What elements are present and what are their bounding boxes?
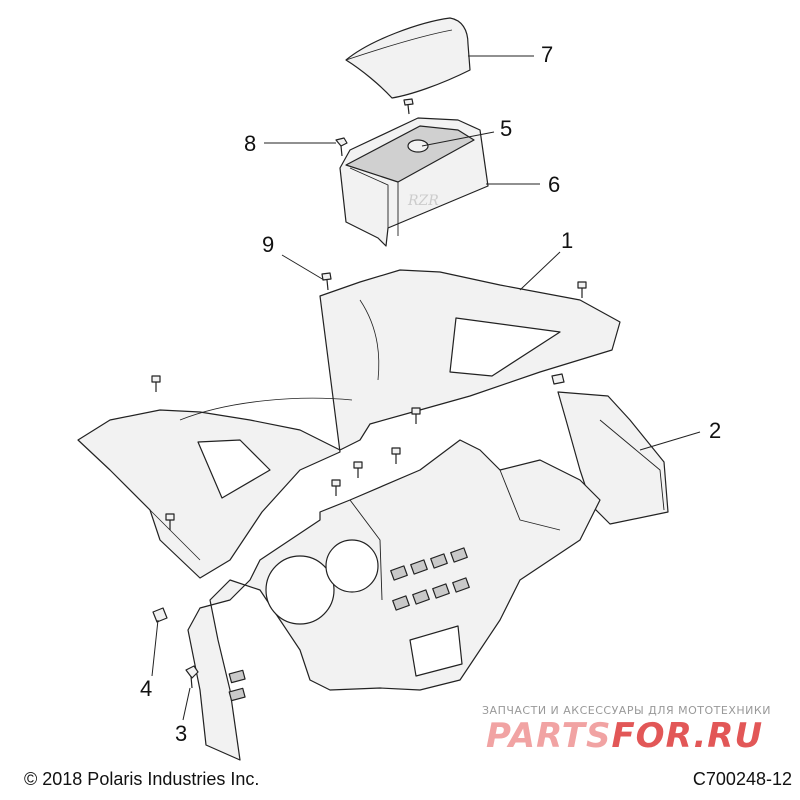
callout-4: 4 — [140, 676, 153, 701]
callout-8: 8 — [244, 131, 257, 156]
watermark-logo-part1: PARTS — [486, 716, 612, 756]
drawing-id: C700248-12 — [692, 769, 792, 789]
misc-screws — [151, 281, 587, 530]
part-6-storage-box: RZR — [335, 98, 489, 247]
watermark-logo-part2: FOR.RU — [611, 716, 764, 756]
part-1-upper-dash — [77, 269, 621, 579]
part-7-lid — [345, 17, 471, 99]
part-8-screw — [335, 137, 348, 157]
copyright-notice: © 2018 Polaris Industries Inc. — [24, 769, 260, 789]
watermark-tagline: ЗАПЧАСТИ И АКСЕССУАРЫ ДЛЯ МОТОТЕХНИКИ — [482, 704, 771, 717]
callout-6: 6 — [548, 172, 561, 197]
part-4-fastener — [152, 607, 168, 623]
callout-1: 1 — [561, 228, 574, 253]
callout-5: 5 — [500, 116, 513, 141]
part-9-screw — [321, 272, 332, 291]
callout-7: 7 — [541, 42, 554, 67]
lower-dash-assembly — [187, 439, 601, 761]
callout-9: 9 — [262, 232, 275, 257]
svg-text:RZR: RZR — [407, 193, 439, 209]
part-3-clip — [185, 665, 199, 689]
lid-screw — [403, 98, 414, 115]
leader-lines — [151, 55, 701, 721]
part-5-cap — [407, 139, 429, 153]
part-2-side-panel — [557, 391, 669, 525]
watermark-logo: PARTSFOR.RU — [486, 716, 763, 756]
callout-3: 3 — [175, 721, 188, 746]
callout-2: 2 — [709, 418, 722, 443]
